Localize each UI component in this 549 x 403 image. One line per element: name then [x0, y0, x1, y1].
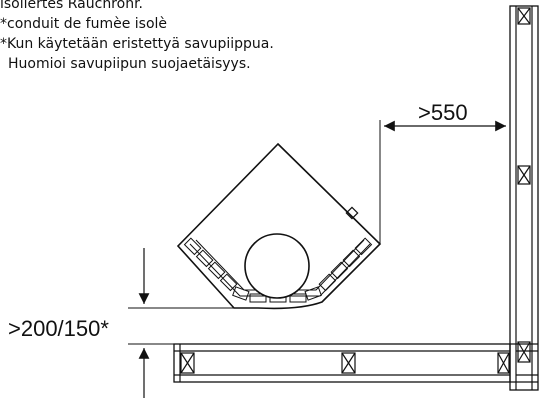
notes-block: isoliertes Rauchrohr. *conduit de fumèe … — [0, 0, 420, 74]
stove — [176, 142, 382, 310]
bottom-wall — [173, 343, 511, 383]
note-line-1: isoliertes Rauchrohr. — [0, 0, 143, 12]
note-line-2: *conduit de fumèe isolè — [0, 16, 168, 32]
note-line-4: Huomioi savupiipun suojaetäisyys. — [8, 56, 251, 72]
flue-pipe — [244, 233, 310, 299]
rear-clearance-dimension — [128, 248, 234, 398]
rear-clearance-label: >200/150* — [8, 316, 109, 341]
note-line-3: *Kun käytetään eristettyä savupiippua. — [0, 36, 274, 52]
side-clearance-label: >550 — [418, 100, 468, 125]
right-wall — [509, 5, 539, 391]
side-clearance-dimension — [379, 120, 506, 244]
wall-corner — [510, 343, 538, 383]
